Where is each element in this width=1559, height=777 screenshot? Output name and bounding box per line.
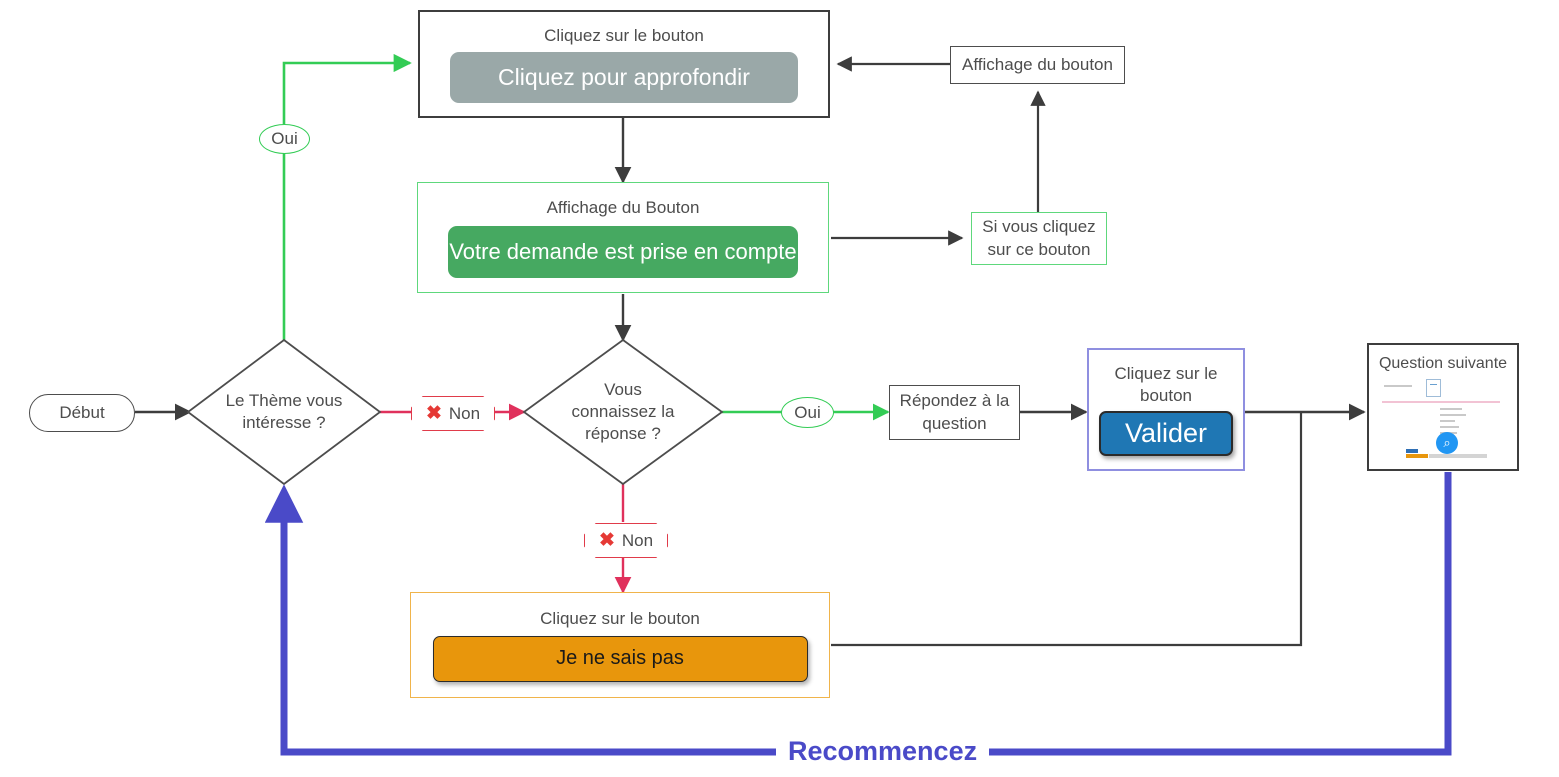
deepen-screen-caption: Cliquez sur le bouton <box>544 25 704 45</box>
next-question-label: Question suivante <box>1378 355 1508 372</box>
dont-know-screen: Cliquez sur le bouton Je ne sais pas <box>410 592 830 698</box>
restart-label: Recommencez <box>776 736 990 767</box>
thumb-text-line <box>1384 385 1412 387</box>
deepen-screen: Cliquez sur le bouton Cliquez pour appro… <box>418 10 830 118</box>
next-question-thumbnail: ⌕ <box>1378 376 1508 460</box>
answer-decision-label: Vous connaissez la réponse ? <box>524 340 722 484</box>
answer-question-box: Répondez à la question <box>889 385 1020 440</box>
oui-right-label: Oui <box>794 402 821 422</box>
thumb-option <box>1440 426 1459 428</box>
edge-label-oui-top: Oui <box>259 124 310 154</box>
dont-know-button[interactable]: Je ne sais pas <box>432 635 808 682</box>
oui-top-label: Oui <box>271 129 298 148</box>
close-icon: ✖ <box>598 530 615 551</box>
thumb-orange-bar <box>1406 454 1428 458</box>
edge-label-non-theme: ✖ Non <box>411 396 495 431</box>
answer-decision-line3: réponse ? <box>585 423 661 443</box>
thumb-option <box>1440 414 1466 416</box>
edge-theme-oui-to-deepen-2 <box>282 53 412 124</box>
theme-decision-line1: Le Thème vous <box>225 391 343 411</box>
non-answer-label: Non <box>621 530 654 550</box>
thumb-doc-fold <box>1430 384 1437 385</box>
request-screen-caption: Affichage du Bouton <box>546 197 700 217</box>
answer-decision-line1: Vous <box>604 380 642 400</box>
theme-decision-line2: intéresse ? <box>242 413 326 432</box>
start-node: Début <box>29 394 135 432</box>
button-display-label: Affichage du bouton <box>962 54 1113 74</box>
request-button[interactable]: Votre demande est prise en compte <box>448 226 798 279</box>
validate-screen-caption: Cliquez sur le bouton <box>1115 363 1218 406</box>
thumb-option <box>1440 420 1455 422</box>
validate-button[interactable]: Valider <box>1099 410 1233 456</box>
edge-label-oui-right: Oui <box>781 397 834 428</box>
validate-caption-line2: bouton <box>1140 385 1192 405</box>
request-screen: Affichage du Bouton Votre demande est pr… <box>417 182 829 293</box>
thumb-grey-bar <box>1429 454 1487 458</box>
if-you-click-line2: sur ce bouton <box>987 239 1091 259</box>
if-you-click-line1: Si vous cliquez <box>982 217 1096 237</box>
answer-question-line2: question <box>922 413 987 433</box>
thumb-option <box>1440 408 1462 410</box>
theme-decision: Le Thème vous intéresse ? <box>188 340 380 484</box>
next-question-screen: Question suivante ⌕ <box>1367 343 1519 471</box>
answer-decision: Vous connaissez la réponse ? <box>524 340 722 484</box>
non-theme-label: Non <box>448 403 481 423</box>
validate-screen: Cliquez sur le bouton Valider <box>1087 348 1245 471</box>
answer-decision-line2: connaissez la <box>571 402 675 422</box>
thumb-divider <box>1382 401 1500 403</box>
thumb-blue-chip <box>1406 449 1418 453</box>
answer-question-line1: Répondez à la <box>899 391 1010 411</box>
thumb-document-icon <box>1426 379 1441 397</box>
edge-label-non-answer: ✖ Non <box>584 523 668 558</box>
magnifier-icon: ⌕ <box>1436 432 1458 454</box>
dont-know-screen-caption: Cliquez sur le bouton <box>540 609 700 629</box>
close-icon: ✖ <box>425 403 442 424</box>
theme-decision-label: Le Thème vous intéresse ? <box>188 340 380 484</box>
validate-caption-line1: Cliquez sur le <box>1114 364 1218 384</box>
button-display-box: Affichage du bouton <box>950 46 1125 84</box>
deepen-button[interactable]: Cliquez pour approfondir <box>450 52 798 104</box>
start-label: Début <box>59 403 105 422</box>
if-you-click-box: Si vous cliquez sur ce bouton <box>971 212 1107 265</box>
